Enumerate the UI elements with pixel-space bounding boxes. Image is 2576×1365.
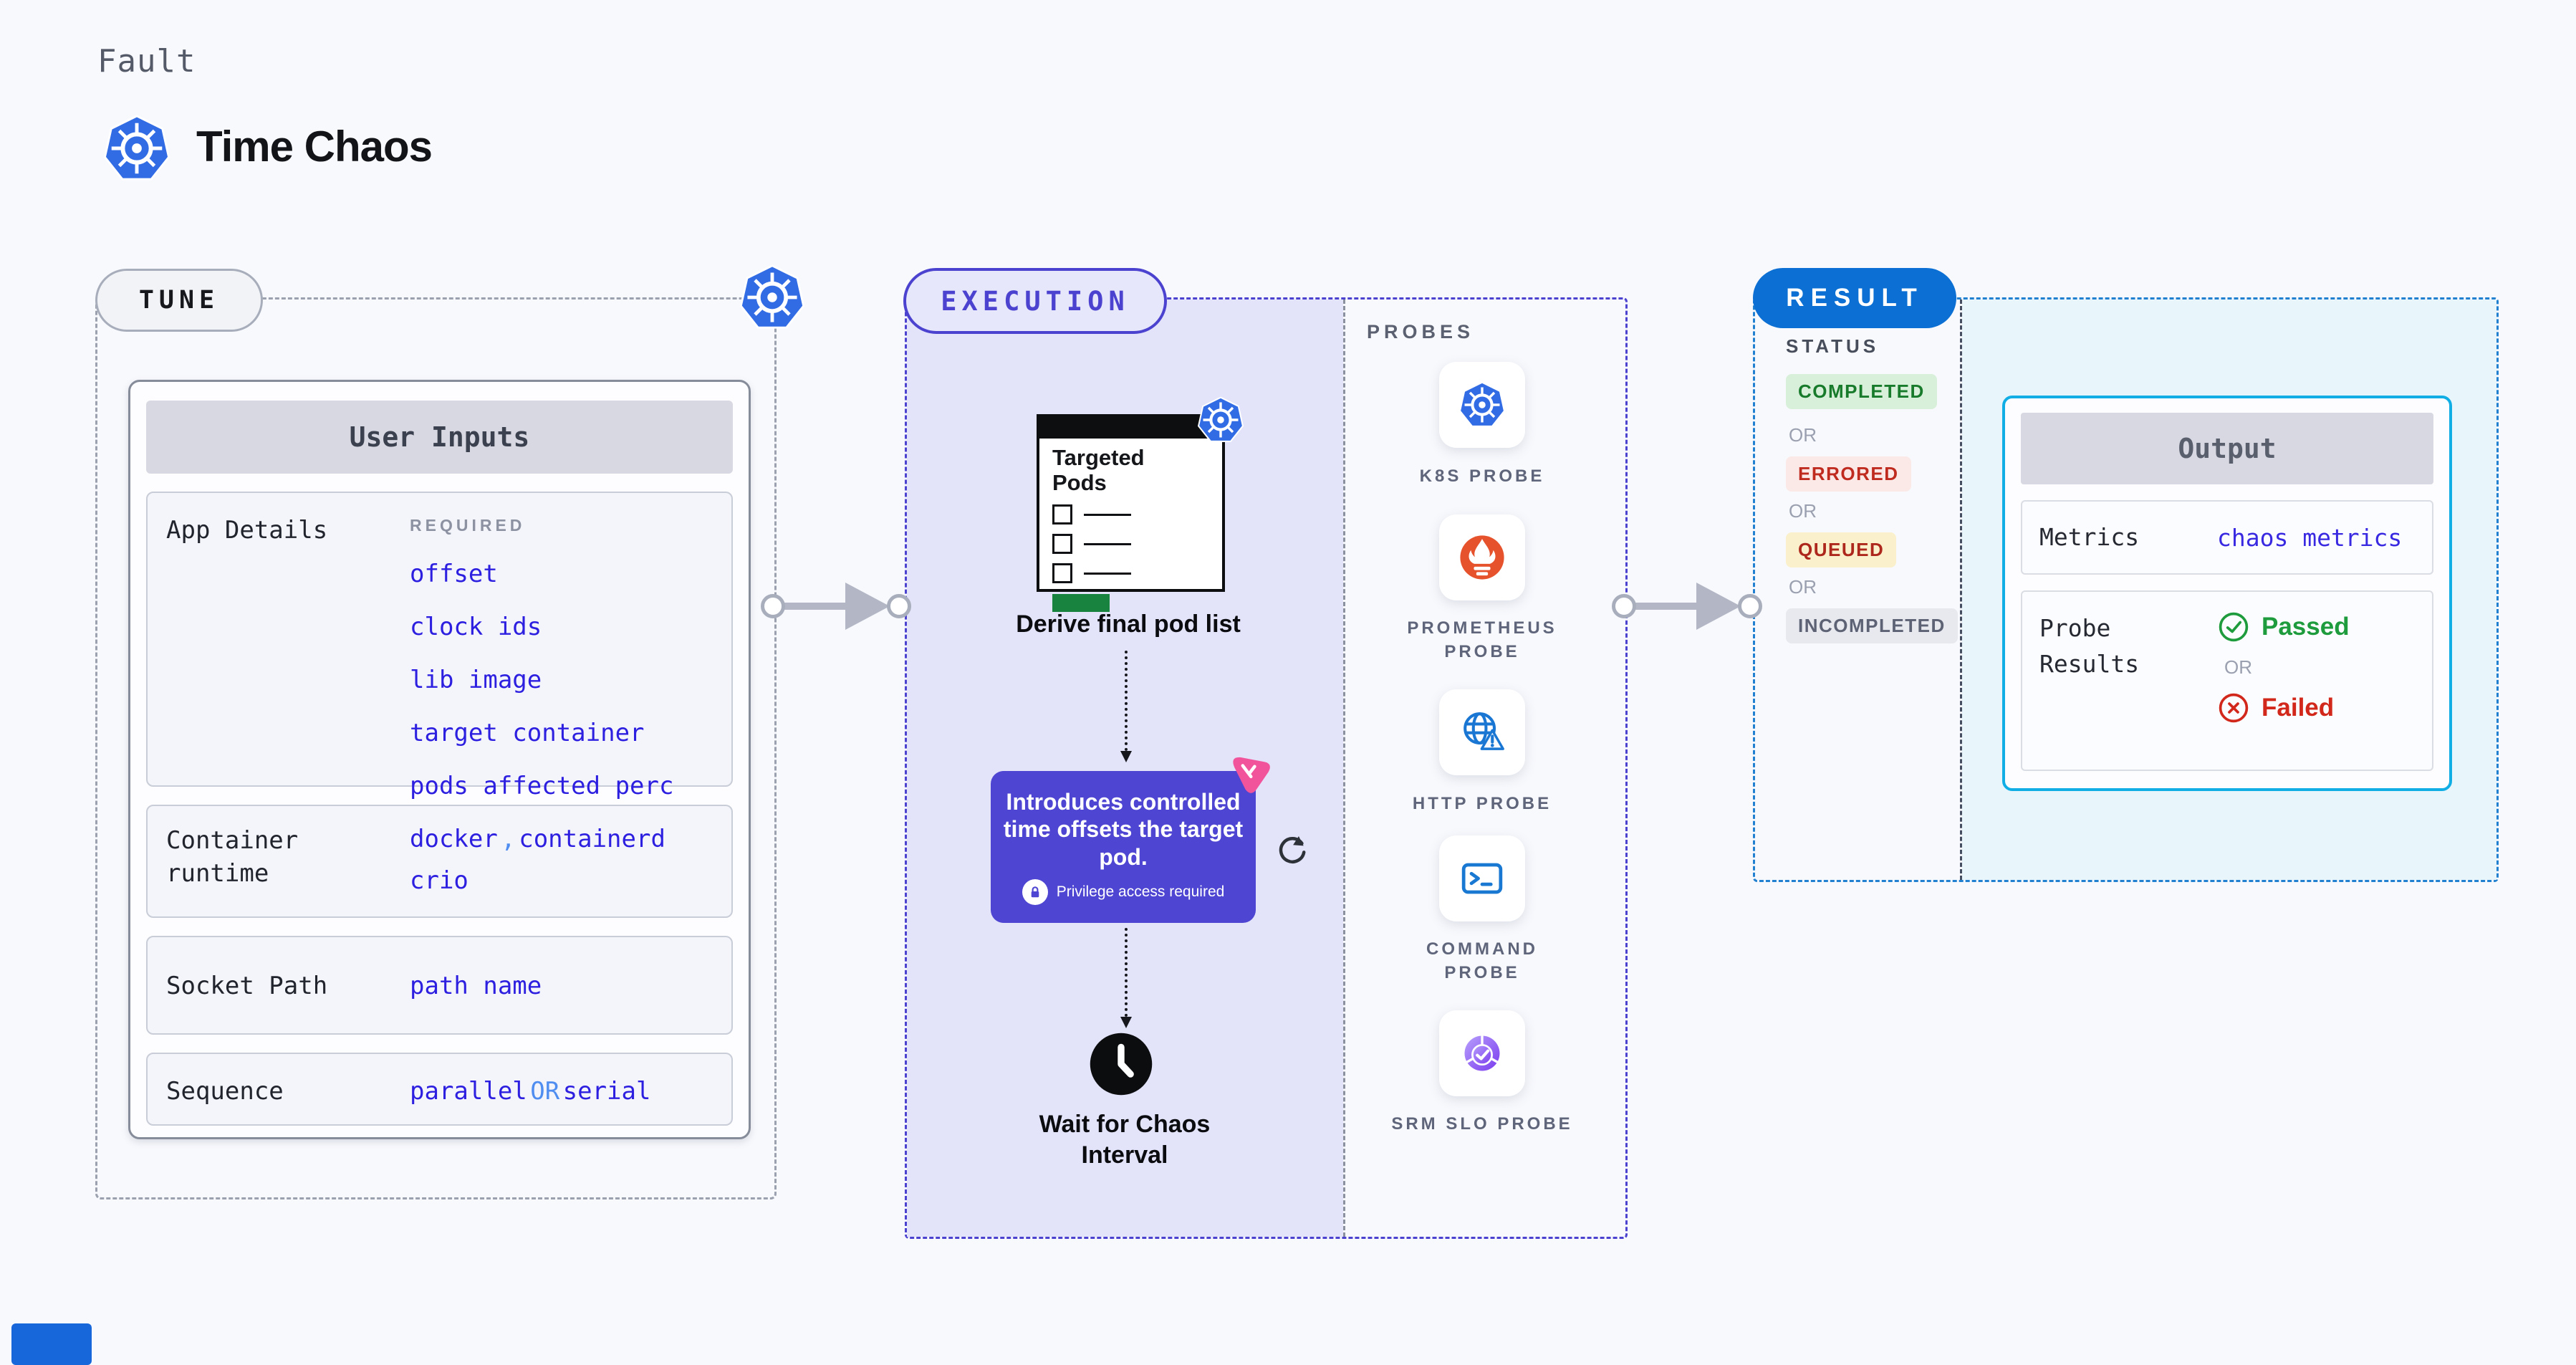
progress-bar <box>1052 594 1110 613</box>
probe-results-label: Probe Results <box>2039 614 2140 678</box>
command-probe-card <box>1439 835 1525 921</box>
required-tag: REQUIRED <box>410 516 526 535</box>
container-runtime-row: Container runtime docker , containerd cr… <box>146 805 733 918</box>
probe-results-row: Probe Results Passed OR Failed <box>2021 590 2433 771</box>
flow-arrow-down <box>1120 651 1132 762</box>
execution-to-result-arrow <box>1612 579 1764 633</box>
or-separator: OR <box>2224 656 2252 678</box>
pod-checkbox-row <box>1052 534 1209 555</box>
srm-slo-probe-label: SRM SLO PROBE <box>1391 1114 1573 1134</box>
fault-kicker: Fault <box>97 43 196 80</box>
checkbox-icon <box>1052 504 1072 525</box>
lock-icon <box>1022 879 1048 906</box>
slo-donut-check-icon <box>1458 1029 1506 1078</box>
chaos-metrics-link[interactable]: chaos metrics <box>2217 523 2403 552</box>
link-target-container[interactable]: target container <box>410 719 645 747</box>
passed-result: Passed <box>2217 610 2350 643</box>
kubernetes-icon <box>102 113 172 183</box>
srm-slo-probe-card <box>1439 1010 1525 1096</box>
prometheus-icon <box>1458 533 1506 582</box>
flow-arrow-down <box>1120 928 1132 1028</box>
pod-checkbox-row <box>1052 563 1209 584</box>
link-offset[interactable]: offset <box>410 560 498 588</box>
k8s-probe-card <box>1439 362 1525 448</box>
probes-section-label: PROBES <box>1367 321 1475 343</box>
status-badge-errored: ERRORED <box>1786 456 1911 492</box>
x-circle-icon <box>2217 691 2250 724</box>
link-lib-image[interactable]: lib image <box>410 666 542 694</box>
user-inputs-title: User Inputs <box>146 401 733 474</box>
link-clock-ids[interactable]: clock ids <box>410 613 542 641</box>
link-path-name[interactable]: path name <box>410 972 542 1000</box>
app-details-label: App Details <box>166 516 328 545</box>
page-title: Time Chaos <box>196 123 433 171</box>
or-separator: OR <box>1789 500 1817 522</box>
or-separator: OR <box>1789 424 1817 446</box>
sequence-row: Sequence parallel OR serial <box>146 1053 733 1126</box>
tune-to-execution-arrow <box>761 579 913 633</box>
result-divider <box>1960 300 1962 880</box>
prometheus-probe-card <box>1439 514 1525 600</box>
wait-chaos-interval-caption: Wait for Chaos Interval <box>1039 1111 1211 1169</box>
status-badge-incompleted: INCOMPLETED <box>1786 608 1958 643</box>
status-label: STATUS <box>1786 335 1880 357</box>
user-inputs-panel: User Inputs App Details REQUIRED offset … <box>128 380 751 1139</box>
link-containerd[interactable]: containerd <box>519 825 665 853</box>
pod-checkbox-row <box>1052 504 1209 525</box>
metrics-label: Metrics <box>2039 523 2140 552</box>
link-parallel[interactable]: parallel <box>410 1077 527 1106</box>
socket-path-row: Socket Path path name <box>146 936 733 1035</box>
chaos-note-text: Introduces controlled time offsets the t… <box>1003 789 1244 870</box>
metrics-row: Metrics chaos metrics <box>2021 500 2433 575</box>
http-globe-warning-icon <box>1458 708 1506 757</box>
status-badge-queued: QUEUED <box>1786 532 1897 567</box>
output-panel: Output Metrics chaos metrics Probe Resul… <box>2002 396 2452 791</box>
execution-badge: EXECUTION <box>903 268 1167 334</box>
tune-section: User Inputs App Details REQUIRED offset … <box>95 297 777 1199</box>
container-runtime-label: Container runtime <box>166 826 299 888</box>
checkbox-icon <box>1052 534 1072 555</box>
checkbox-icon <box>1052 563 1072 584</box>
litmus-chaos-icon <box>1227 751 1273 797</box>
sequence-label: Sequence <box>166 1077 284 1106</box>
passed-text: Passed <box>2262 613 2350 641</box>
http-probe-card <box>1439 689 1525 775</box>
command-probe-label: COMMAND PROBE <box>1426 939 1538 982</box>
app-details-row: App Details REQUIRED offset clock ids li… <box>146 492 733 800</box>
prometheus-probe-label: PROMETHEUS PROBE <box>1407 618 1557 661</box>
kubernetes-icon <box>1196 396 1245 444</box>
failed-result: Failed <box>2217 691 2350 724</box>
status-badge-completed: COMPLETED <box>1786 374 1937 409</box>
runtime-separator: , <box>501 825 516 853</box>
loop-refresh-icon <box>1272 830 1312 870</box>
check-circle-icon <box>2217 610 2250 643</box>
k8s-probe-label: K8S PROBE <box>1419 466 1545 486</box>
derive-pod-list-caption: Derive final pod list <box>1016 610 1241 638</box>
output-title: Output <box>2021 413 2433 484</box>
http-probe-label: HTTP PROBE <box>1412 794 1552 813</box>
probes-divider <box>1343 300 1345 1237</box>
tune-badge: TUNE <box>95 269 263 332</box>
link-serial[interactable]: serial <box>562 1077 651 1106</box>
result-badge: RESULT <box>1753 268 1956 328</box>
targeted-pods-card: Targeted Pods <box>1037 414 1225 613</box>
link-pods-affected-perc[interactable]: pods affected perc <box>410 772 674 800</box>
failed-text: Failed <box>2262 694 2335 722</box>
targeted-pods-title: Targeted Pods <box>1052 445 1145 495</box>
privilege-row: Privilege access required <box>991 879 1256 906</box>
socket-path-label: Socket Path <box>166 972 328 1000</box>
kubernetes-icon <box>1458 380 1506 429</box>
privilege-text: Privilege access required <box>1056 883 1225 901</box>
terminal-icon <box>1458 854 1506 903</box>
sequence-or: OR <box>530 1077 560 1106</box>
bottom-left-blue-bar <box>11 1323 92 1365</box>
clock-icon <box>1087 1030 1155 1098</box>
link-crio[interactable]: crio <box>410 866 468 895</box>
or-separator: OR <box>1789 576 1817 598</box>
targeted-pods-titlebar <box>1039 417 1222 439</box>
kubernetes-icon <box>738 263 807 332</box>
chaos-note-card: Introduces controlled time offsets the t… <box>991 771 1256 923</box>
link-docker[interactable]: docker <box>410 825 498 853</box>
